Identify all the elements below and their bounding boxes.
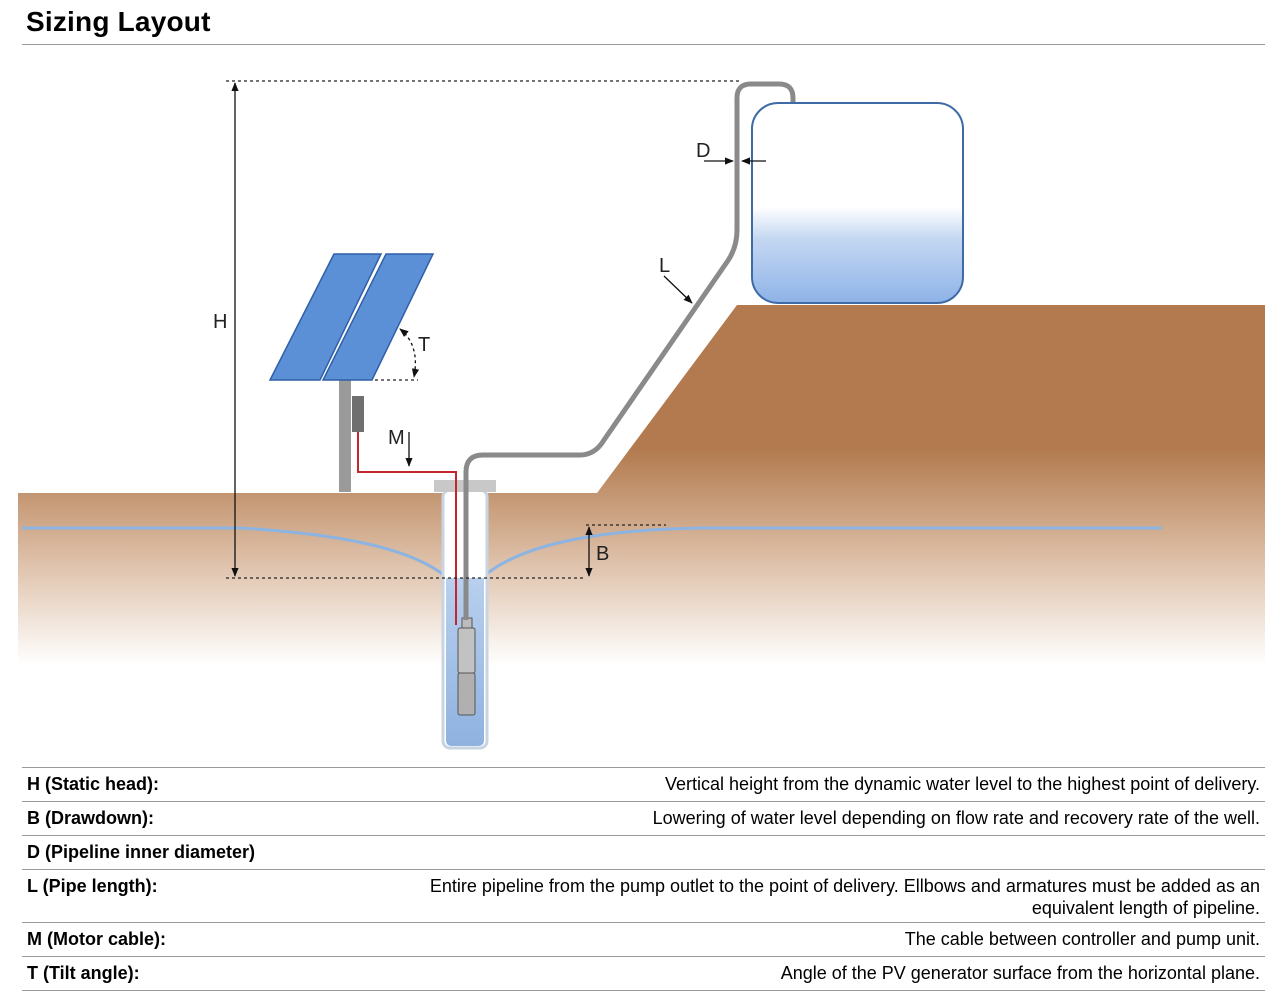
legend-term: H (Static head): — [27, 774, 160, 794]
delivery-pipeline — [463, 81, 796, 620]
legend-row-d: D (Pipeline inner diameter) — [22, 836, 1265, 870]
legend-term: L (Pipe length): — [27, 876, 158, 896]
label-t: T — [418, 334, 430, 356]
label-m: M — [388, 427, 405, 449]
legend-term: D (Pipeline inner diameter) — [27, 842, 256, 862]
legend-description: Vertical height from the dynamic water l… — [665, 774, 1260, 794]
panel-post — [339, 378, 351, 492]
label-d: D — [696, 140, 710, 162]
t-angle-arc — [399, 328, 420, 378]
l-pointer-arrow — [663, 275, 693, 304]
label-b: B — [596, 543, 609, 565]
solar-panel — [268, 253, 435, 381]
legend-description: Entire pipeline from the pump outlet to … — [429, 876, 1260, 918]
legend-term: M (Motor cable): — [27, 929, 166, 949]
legend-row-m: M (Motor cable): The cable between contr… — [22, 923, 1265, 957]
legend-row-l: L (Pipe length): Entire pipeline from th… — [22, 870, 1265, 923]
legend-description: The cable between controller and pump un… — [904, 929, 1260, 949]
legend-row-t: T (Tilt angle): Angle of the PV generato… — [22, 957, 1265, 991]
title-divider — [22, 44, 1265, 45]
label-h: H — [213, 311, 227, 333]
legend-table: H (Static head): Vertical height from th… — [22, 767, 1265, 991]
reference-lines — [226, 80, 740, 579]
legend-row-b: B (Drawdown): Lowering of water level de… — [22, 802, 1265, 836]
motor-cable — [357, 432, 457, 625]
water-table-line — [22, 526, 1162, 578]
legend-description: Angle of the PV generator surface from t… — [780, 963, 1260, 983]
legend-description: Lowering of water level depending on flo… — [652, 808, 1260, 828]
sizing-diagram: H B D L T M — [18, 80, 1265, 750]
controller-box — [352, 396, 364, 432]
legend-row-h: H (Static head): Vertical height from th… — [22, 768, 1265, 802]
legend-term: T (Tilt angle): — [27, 963, 140, 983]
page-title: Sizing Layout — [26, 6, 211, 37]
legend-term: B (Drawdown): — [27, 808, 154, 828]
label-l: L — [659, 255, 670, 277]
storage-tank — [751, 102, 964, 304]
ground-soil — [18, 305, 1265, 665]
submersible-pump — [457, 617, 476, 716]
